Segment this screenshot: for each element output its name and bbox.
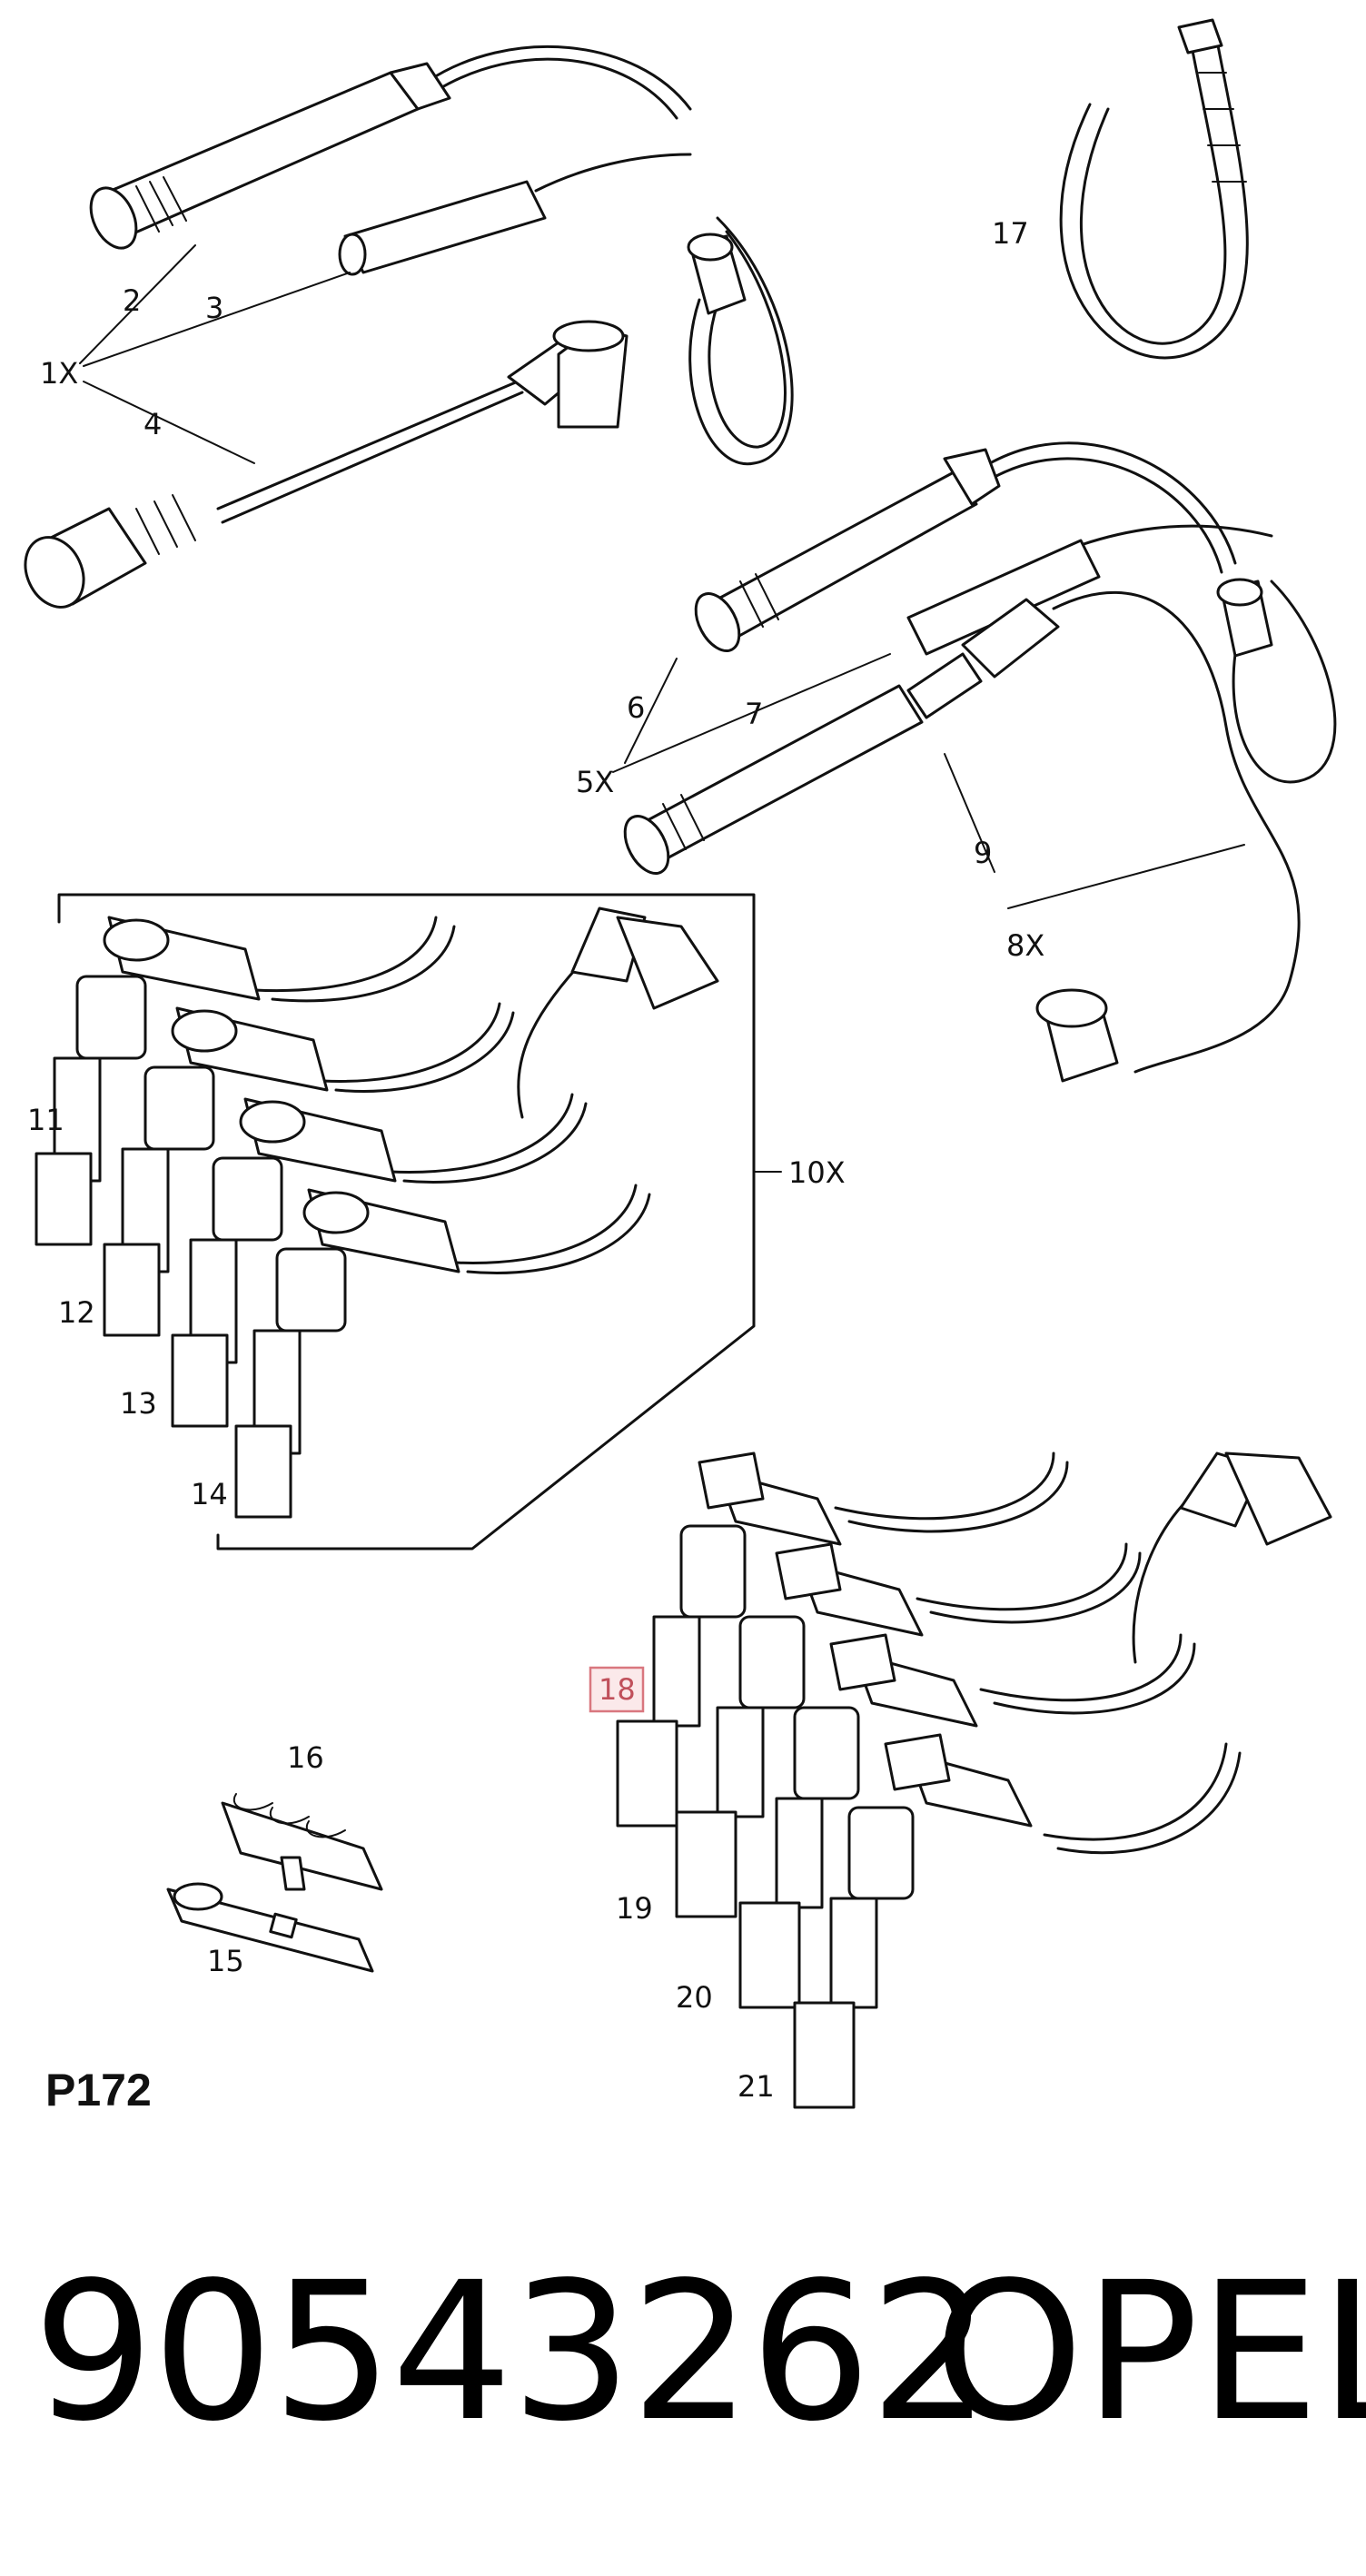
- callout-21: 21: [737, 2069, 775, 2104]
- callout-5x: 5X: [576, 765, 614, 799]
- callout-2: 2: [123, 283, 141, 318]
- callout-13: 13: [120, 1386, 157, 1421]
- callout-6: 6: [627, 690, 645, 725]
- callout-8x: 8X: [1006, 928, 1044, 963]
- cable-set-1x: 1X 2 3 4: [24, 45, 794, 609]
- callout-19: 19: [616, 1891, 653, 1926]
- callout-15: 15: [207, 1944, 244, 1978]
- callout-9: 9: [974, 836, 992, 870]
- cable-set-5x-8x: 5X 6 7 8X 9: [576, 441, 1337, 1083]
- callout-10x: 10X: [788, 1155, 846, 1190]
- callout-14: 14: [191, 1477, 228, 1511]
- callout-3: 3: [205, 291, 223, 325]
- plug-18: [616, 1451, 842, 1828]
- plug-14: [234, 1188, 460, 1519]
- callout-4: 4: [144, 407, 162, 441]
- brand-name: OPEL: [934, 2241, 1366, 2463]
- plug-21: [793, 1733, 1033, 2109]
- callout-16: 16: [287, 1740, 324, 1775]
- callout-17: 17: [992, 216, 1029, 251]
- callout-18-highlight: [589, 1666, 645, 1713]
- callout-11: 11: [27, 1103, 64, 1137]
- part-number: 90543262: [33, 2241, 991, 2463]
- cable-tie-17: 17: [992, 18, 1249, 360]
- part-footer: 90543262 OPEL: [0, 2244, 1366, 2480]
- callout-7: 7: [745, 697, 763, 731]
- clip-set-15-16: 16 15: [166, 1740, 383, 1978]
- plug-13: [171, 1097, 397, 1428]
- callout-12: 12: [58, 1295, 95, 1330]
- plug-19: [675, 1542, 924, 1918]
- plug-20: [738, 1633, 978, 2009]
- cable-set-10x: 10X 11 12 13 14: [27, 893, 846, 1551]
- cable-set-18: 18 19 20 21: [589, 1451, 1332, 2109]
- page-code: P172: [45, 2065, 152, 2115]
- callout-1x: 1X: [40, 356, 78, 391]
- plug-12: [103, 1006, 329, 1337]
- plug-11: [35, 916, 261, 1246]
- callout-18: 18: [599, 1672, 636, 1707]
- callout-20: 20: [676, 1980, 713, 2015]
